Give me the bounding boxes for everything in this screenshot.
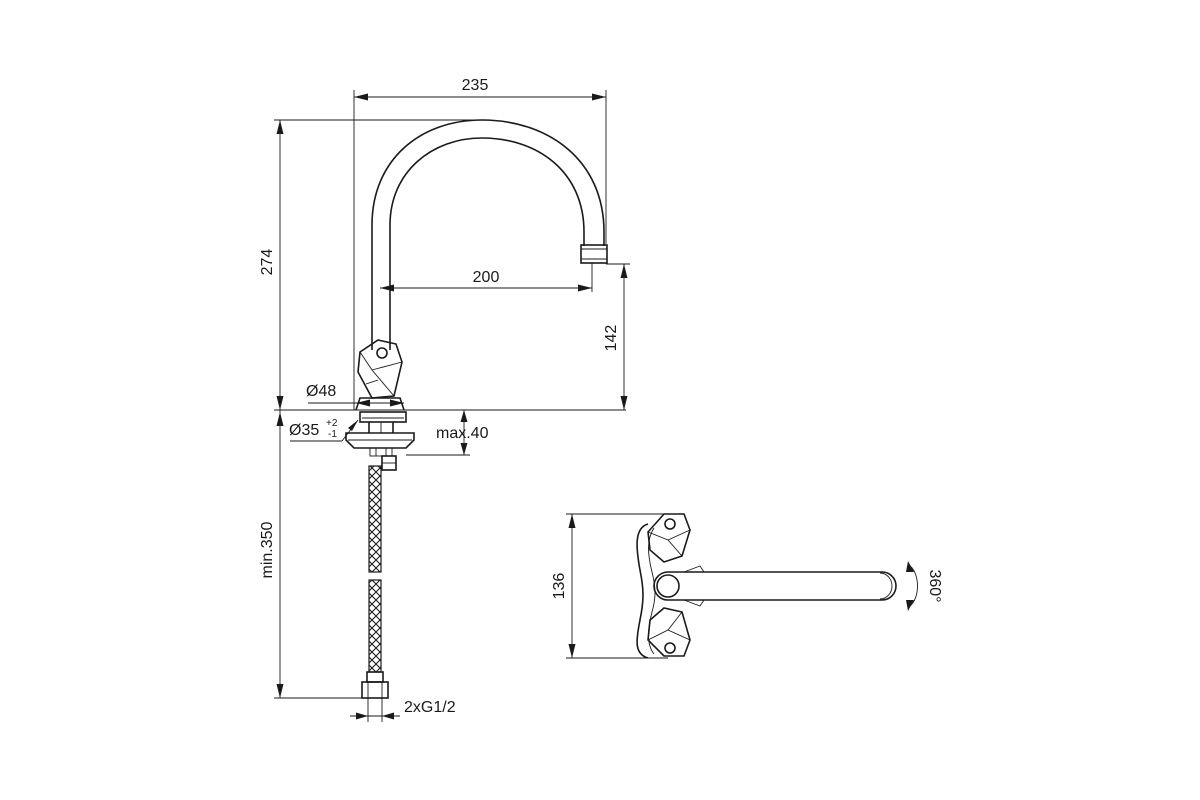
side-view — [345, 119, 608, 699]
rotation-arrow-icon — [906, 561, 918, 611]
spout-inner-line — [389, 137, 585, 350]
hose-end-nut — [361, 681, 389, 699]
top-view — [636, 513, 897, 659]
dim-spout-width: 235 — [462, 77, 489, 94]
top-handle-rear-dot — [664, 518, 676, 530]
top-spout — [653, 571, 897, 601]
dimension-lines — [274, 90, 630, 722]
top-handle-front-dot — [664, 642, 676, 654]
dim-hole-tol-lower: -1 — [328, 429, 337, 440]
dim-spout-clearance: 142 — [603, 325, 620, 352]
dim-base-diameter: Ø48 — [306, 383, 336, 400]
spout-outer-line — [371, 119, 605, 350]
top-handle-rear — [647, 513, 691, 563]
handle-indicator-dot — [376, 347, 388, 359]
dim-hole-diameter: Ø35 — [289, 422, 319, 439]
braided-hose-lower — [368, 579, 382, 673]
dim-top-view-width: 136 — [551, 573, 568, 600]
dim-deck-thickness: max.40 — [436, 425, 489, 442]
dim-total-height: 274 — [259, 249, 276, 276]
dim-hole-tol-upper: +2 — [326, 418, 338, 429]
fixing-plate — [345, 432, 415, 449]
braided-hose-upper — [368, 465, 382, 573]
top-handle-front — [647, 607, 691, 657]
handle-body — [357, 339, 403, 399]
top-view-dimension — [566, 513, 668, 659]
dim-hose-length: min.350 — [259, 521, 276, 578]
dim-connection: 2xG1/2 — [404, 699, 456, 716]
dim-rotation: 360° — [926, 569, 943, 602]
aerator — [580, 244, 608, 264]
deck-gasket — [359, 411, 407, 423]
top-base-plate — [636, 523, 649, 659]
dim-spout-reach: 200 — [473, 269, 500, 286]
base-ring — [355, 397, 405, 411]
